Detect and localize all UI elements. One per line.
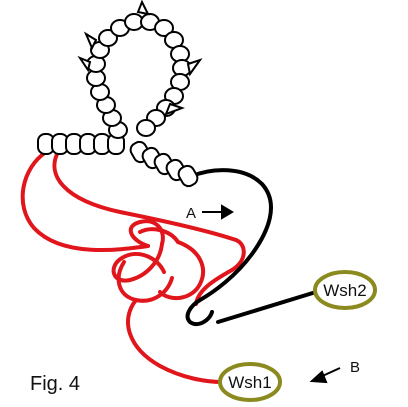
picot-points — [77, 0, 203, 116]
black-to-wsh2 — [216, 290, 318, 324]
bead-ring — [86, 13, 192, 139]
black-thread — [185, 168, 318, 327]
red-outer-loop — [20, 150, 150, 253]
arrow-a — [202, 204, 234, 220]
red-coil-upper — [138, 227, 180, 244]
washer-wsh1: Wsh1 — [218, 362, 282, 402]
red-upper-sweep — [52, 150, 238, 242]
red-right-arc — [194, 238, 246, 306]
red-thread — [20, 150, 246, 384]
red-coil-left — [128, 219, 165, 248]
black-loop — [185, 168, 273, 327]
red-to-wsh1 — [126, 298, 224, 384]
arrow-b — [309, 367, 341, 384]
label-b: B — [350, 359, 360, 376]
washer-wsh2: Wsh2 — [313, 270, 377, 310]
red-wrap-mid — [111, 242, 166, 283]
label-a: A — [186, 205, 196, 222]
figure-caption: Fig. 4 — [30, 373, 80, 395]
washer-wsh2-label: Wsh2 — [323, 281, 366, 300]
bead-row-left — [37, 133, 125, 155]
washer-wsh1-label: Wsh1 — [228, 373, 271, 392]
red-wrap-right — [158, 240, 206, 301]
bead-row-right — [129, 140, 199, 188]
